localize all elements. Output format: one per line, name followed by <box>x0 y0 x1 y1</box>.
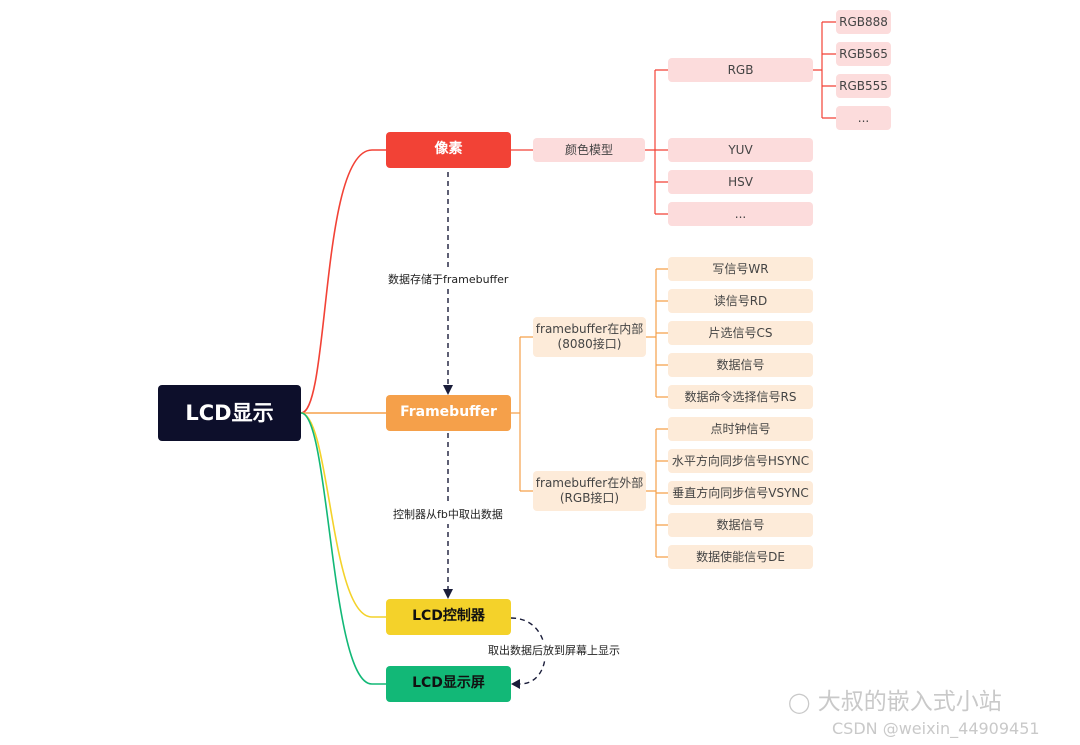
external-signal-data[interactable]: 数据信号 <box>668 513 813 537</box>
more-rgb-formats-node[interactable]: ... <box>836 106 891 130</box>
rgb888-node[interactable]: RGB888 <box>836 10 891 34</box>
lcd-screen-node[interactable]: LCD显示屏 <box>386 666 511 702</box>
watermark-csdn: CSDN @weixin_44909451 <box>832 719 1040 738</box>
rgb565-node[interactable]: RGB565 <box>836 42 891 66</box>
color-model-node[interactable]: 颜色模型 <box>533 138 645 162</box>
external-signal-hsync[interactable]: 水平方向同步信号HSYNC <box>668 449 813 473</box>
yuv-node[interactable]: YUV <box>668 138 813 162</box>
more-color-models-node[interactable]: ... <box>668 202 813 226</box>
external-signal-vsync[interactable]: 垂直方向同步信号VSYNC <box>668 481 813 505</box>
flow-label-fetch: 控制器从fb中取出数据 <box>390 504 506 524</box>
framebuffer-node[interactable]: Framebuffer <box>386 395 511 431</box>
hsv-node[interactable]: HSV <box>668 170 813 194</box>
internal-signal-cs[interactable]: 片选信号CS <box>668 321 813 345</box>
watermark-account: ◯ 大叔的嵌入式小站 <box>788 689 1002 715</box>
internal-signal-data[interactable]: 数据信号 <box>668 353 813 377</box>
pixel-node[interactable]: 像素 <box>386 132 511 168</box>
fb-external-node[interactable]: framebuffer在外部 (RGB接口) <box>533 471 646 511</box>
internal-signal-wr[interactable]: 写信号WR <box>668 257 813 281</box>
internal-signal-rs[interactable]: 数据命令选择信号RS <box>668 385 813 409</box>
external-signal-dclk[interactable]: 点时钟信号 <box>668 417 813 441</box>
root-node[interactable]: LCD显示 <box>158 385 301 441</box>
lcd-controller-node[interactable]: LCD控制器 <box>386 599 511 635</box>
rgb555-node[interactable]: RGB555 <box>836 74 891 98</box>
wechat-icon: ◯ <box>788 690 811 714</box>
flow-label-store: 数据存储于framebuffer <box>385 269 512 289</box>
external-signal-de[interactable]: 数据使能信号DE <box>668 545 813 569</box>
rgb-node[interactable]: RGB <box>668 58 813 82</box>
internal-signal-rd[interactable]: 读信号RD <box>668 289 813 313</box>
fb-internal-node[interactable]: framebuffer在内部 (8080接口) <box>533 317 646 357</box>
flow-label-display: 取出数据后放到屏幕上显示 <box>485 640 623 660</box>
